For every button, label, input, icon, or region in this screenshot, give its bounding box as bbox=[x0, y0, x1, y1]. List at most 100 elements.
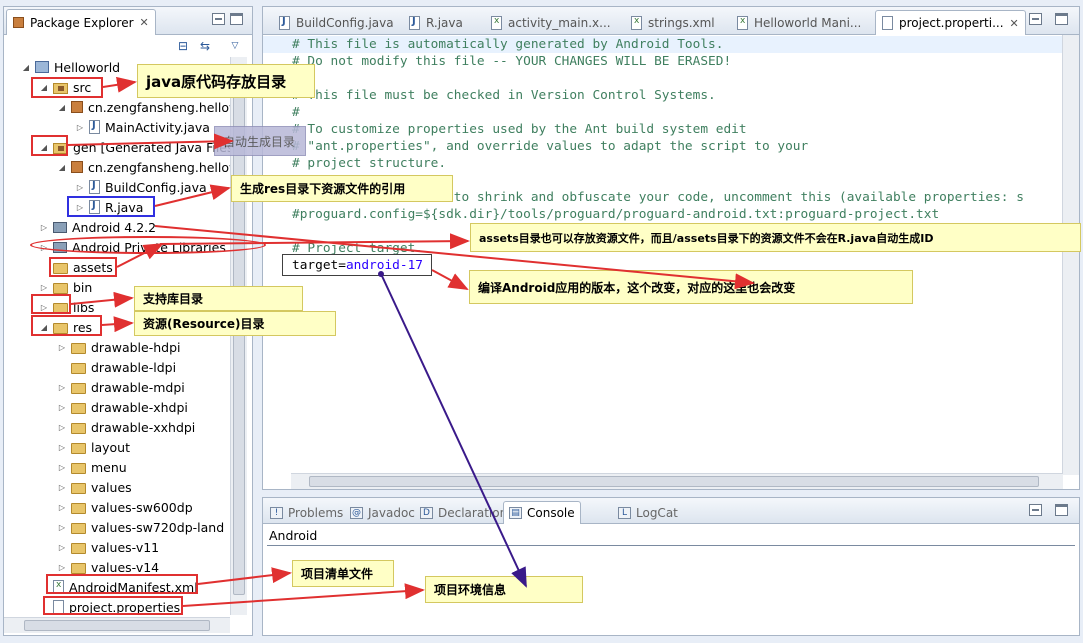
tree-item[interactable]: assets bbox=[4, 257, 113, 277]
tree-item[interactable]: ▷values-sw720dp-land bbox=[4, 517, 224, 537]
tree-item[interactable]: ▷ drawable-hdpi bbox=[4, 337, 181, 357]
tree-item-label: assets bbox=[73, 259, 113, 275]
bottom-tab[interactable]: !Problems bbox=[265, 501, 348, 524]
tree-item[interactable]: ▷drawable-xxhdpi bbox=[4, 417, 195, 437]
editor-tab[interactable]: R.java bbox=[403, 10, 469, 35]
logcat-icon: L bbox=[618, 506, 631, 519]
editor-tab[interactable]: strings.xml bbox=[625, 10, 721, 35]
tree-item[interactable]: ◢res bbox=[4, 317, 92, 337]
collapse-all-icon[interactable]: ⊟ bbox=[177, 39, 189, 53]
expand-closed-icon[interactable]: ▷ bbox=[40, 302, 48, 312]
folder-icon bbox=[71, 542, 86, 554]
java-file-icon bbox=[89, 120, 100, 134]
expand-closed-icon[interactable]: ▷ bbox=[58, 482, 66, 492]
expand-closed-icon[interactable]: ▷ bbox=[40, 282, 48, 292]
tree-item[interactable]: ▷Android 4.2.2 bbox=[4, 217, 156, 237]
tree-item-label: drawable-mdpi bbox=[91, 379, 185, 395]
expand-open-icon[interactable]: ◢ bbox=[40, 142, 48, 152]
editor-tab[interactable]: Helloworld Mani... bbox=[731, 10, 867, 35]
tree-item-label: drawable-hdpi bbox=[91, 339, 181, 355]
expand-open-icon[interactable]: ◢ bbox=[40, 82, 48, 92]
expand-open-icon[interactable]: ◢ bbox=[22, 62, 30, 72]
tree-item[interactable]: ▷MainActivity.java bbox=[4, 117, 210, 137]
package-explorer-tab[interactable]: Package Explorer ✕ bbox=[6, 9, 156, 35]
console-maximize-button[interactable] bbox=[1055, 504, 1068, 516]
folder-icon bbox=[53, 322, 68, 334]
expand-closed-icon[interactable]: ▷ bbox=[58, 522, 66, 532]
expand-closed-icon[interactable]: ▷ bbox=[76, 182, 84, 192]
link-with-editor-icon[interactable]: ⇆ bbox=[199, 39, 211, 53]
expand-open-icon[interactable]: ◢ bbox=[40, 322, 48, 332]
editor-horizontal-scrollbar[interactable] bbox=[291, 473, 1063, 489]
editor-vertical-scrollbar[interactable] bbox=[1062, 35, 1079, 475]
tree-item[interactable]: ▷bin bbox=[4, 277, 92, 297]
expand-closed-icon[interactable]: ▷ bbox=[58, 342, 66, 352]
expand-closed-icon[interactable]: ▷ bbox=[76, 202, 84, 212]
tree-item[interactable]: ▷values-v11 bbox=[4, 537, 159, 557]
note-properties: 项目环境信息 bbox=[425, 576, 583, 603]
expand-closed-icon[interactable]: ▷ bbox=[58, 382, 66, 392]
source-folder-icon bbox=[53, 82, 68, 94]
editor-tab[interactable]: BuildConfig.java bbox=[273, 10, 400, 35]
expand-closed-icon[interactable]: ▷ bbox=[58, 542, 66, 552]
highlight-properties bbox=[43, 596, 183, 615]
java-file-icon bbox=[89, 180, 100, 194]
console-minimize-button[interactable] bbox=[1029, 504, 1042, 516]
tree-item[interactable]: ◢Helloworld bbox=[4, 57, 120, 77]
minimize-button[interactable] bbox=[212, 13, 225, 25]
bottom-tab[interactable]: ▤Console bbox=[503, 501, 581, 524]
tree-item[interactable]: drawable-ldpi bbox=[4, 357, 176, 377]
close-icon[interactable]: ✕ bbox=[1009, 16, 1019, 30]
java-file-icon bbox=[89, 200, 100, 214]
editor-tab-label: activity_main.x... bbox=[508, 15, 611, 30]
tree-item-label: menu bbox=[91, 459, 127, 475]
expand-closed-icon[interactable]: ▷ bbox=[58, 422, 66, 432]
note-res: 资源(Resource)目录 bbox=[134, 311, 336, 336]
project-icon bbox=[35, 61, 49, 73]
package-explorer-tabbar: Package Explorer ✕ bbox=[4, 7, 252, 35]
tree-horizontal-scrollbar[interactable] bbox=[4, 617, 230, 633]
tree-item[interactable]: ▷BuildConfig.java bbox=[4, 177, 207, 197]
package-icon bbox=[71, 161, 83, 173]
tree-item[interactable]: ▷ menu bbox=[4, 457, 127, 477]
tree-item[interactable]: ▷ layout bbox=[4, 437, 130, 457]
editor-tab[interactable]: project.properti...✕ bbox=[875, 10, 1026, 35]
maximize-button[interactable] bbox=[230, 13, 243, 25]
tree-item[interactable]: ◢cn.zengfansheng.hellow bbox=[4, 97, 230, 117]
tree-item[interactable]: AndroidManifest.xml bbox=[4, 577, 198, 597]
tree-item-label: layout bbox=[91, 439, 131, 455]
editor-minimize-button[interactable] bbox=[1029, 13, 1042, 25]
expand-closed-icon[interactable]: ▷ bbox=[58, 402, 66, 412]
expand-closed-icon[interactable]: ▷ bbox=[58, 502, 66, 512]
editor-tab-label: Helloworld Mani... bbox=[754, 15, 862, 30]
tree-item[interactable]: ▷drawable-xhdpi bbox=[4, 397, 188, 417]
declaration-icon: D bbox=[420, 506, 433, 519]
editor-tab[interactable]: activity_main.x... bbox=[485, 10, 617, 35]
editor-maximize-button[interactable] bbox=[1055, 13, 1068, 25]
tree-item[interactable]: ▷values bbox=[4, 477, 132, 497]
expand-closed-icon[interactable]: ▷ bbox=[76, 122, 84, 132]
tree-item[interactable]: ▷ drawable-mdpi bbox=[4, 377, 185, 397]
expand-closed-icon[interactable]: ▷ bbox=[58, 442, 66, 452]
view-menu-icon[interactable]: ▽ bbox=[231, 41, 239, 51]
expand-closed-icon[interactable]: ▷ bbox=[58, 462, 66, 472]
expand-open-icon[interactable]: ◢ bbox=[58, 162, 66, 172]
expand-closed-icon[interactable]: ▷ bbox=[40, 222, 48, 232]
code-line: #proguard.config=${sdk.dir}/tools/progua… bbox=[292, 207, 940, 222]
tree-item[interactable]: ◢cn.zengfansheng.hellow bbox=[4, 157, 230, 177]
expand-closed-icon[interactable]: ▷ bbox=[58, 562, 66, 572]
tree-item[interactable]: ◢ src bbox=[4, 77, 91, 97]
tree-item[interactable]: ▷R.java bbox=[4, 197, 143, 217]
tree-item[interactable]: ▷values-v14 bbox=[4, 557, 159, 577]
close-icon[interactable]: ✕ bbox=[139, 16, 149, 29]
expand-open-icon[interactable]: ◢ bbox=[58, 102, 66, 112]
file-icon bbox=[882, 16, 893, 30]
note-libs: 支持库目录 bbox=[134, 286, 303, 311]
package-icon bbox=[71, 101, 83, 113]
bottom-tab[interactable]: @Javadoc bbox=[345, 501, 420, 524]
tree-item-label: src bbox=[73, 79, 92, 95]
note-target: 编译Android应用的版本，这个改变，对应的这里也会改变 bbox=[469, 270, 913, 304]
tree-item[interactable]: ▷values-sw600dp bbox=[4, 497, 193, 517]
